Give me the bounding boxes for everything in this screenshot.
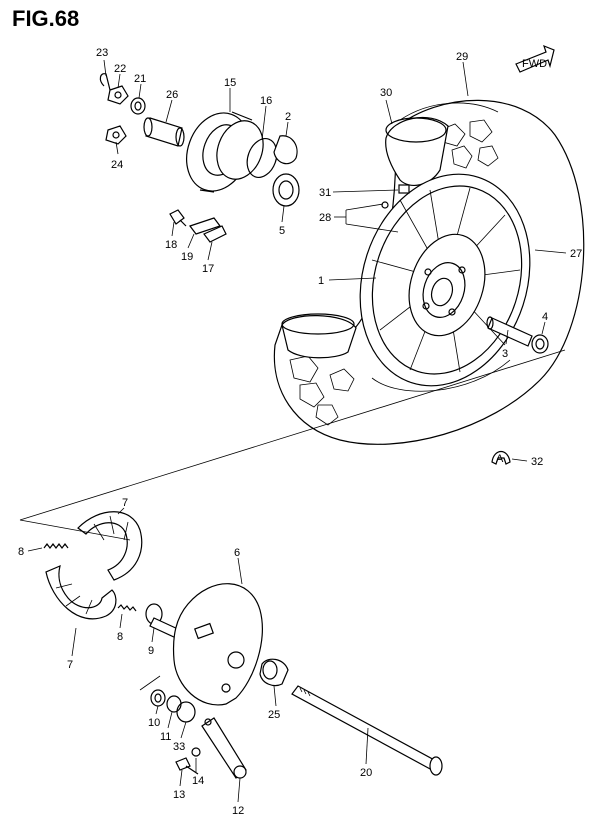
callout-5: 5 (279, 225, 285, 237)
callout-18: 18 (165, 239, 177, 251)
callout-21: 21 (134, 73, 146, 85)
callout-20: 20 (360, 767, 372, 779)
leader-lines (27, 59, 567, 803)
direction-badge-text: FWD (522, 58, 547, 70)
forward-direction-badge: FWD (515, 44, 555, 73)
callout-6: 6 (234, 547, 240, 559)
wheel-bushing[interactable] (531, 334, 549, 354)
tire-cutaway-bottom (281, 313, 357, 359)
callout-8-right: 8 (117, 631, 123, 643)
brake-arm-12[interactable] (201, 717, 247, 779)
callout-3: 3 (502, 348, 508, 360)
callout-32: 32 (531, 456, 543, 468)
washer-11[interactable] (166, 695, 182, 713)
drum-cover-15[interactable] (176, 104, 271, 200)
plate-19[interactable] (189, 217, 221, 235)
callout-23: 23 (96, 47, 108, 59)
wheel-spacer[interactable] (486, 316, 533, 347)
tire-cutaway-top (385, 116, 449, 187)
symbol-glyph: A (496, 453, 504, 465)
o-ring-33[interactable] (176, 701, 196, 723)
bolt-13[interactable] (175, 757, 199, 775)
rear-axle-20[interactable] (291, 685, 443, 776)
axle-nut[interactable] (107, 85, 129, 105)
collar-25[interactable] (259, 658, 289, 687)
hub-spacer-26[interactable] (143, 117, 185, 147)
washer-10[interactable] (150, 689, 166, 707)
callout-9: 9 (148, 645, 154, 657)
callout-28: 28 (319, 212, 331, 224)
o-ring-16[interactable] (242, 134, 282, 181)
brake-shoe-upper[interactable] (77, 511, 143, 581)
callout-8-left: 8 (18, 546, 24, 558)
callout-7-lower: 7 (67, 659, 73, 671)
section-divider (19, 349, 566, 691)
reference-symbol-32: A (491, 450, 511, 465)
callout-25: 25 (268, 709, 280, 721)
callout-24: 24 (111, 159, 123, 171)
balancer-weight[interactable] (381, 201, 389, 209)
callout-26: 26 (166, 89, 178, 101)
bearing-5[interactable] (272, 173, 300, 207)
shoe-spring-left[interactable] (43, 543, 69, 549)
callout-10: 10 (148, 717, 160, 729)
callout-17: 17 (202, 263, 214, 275)
callout-14: 14 (192, 775, 204, 787)
callout-22: 22 (114, 63, 126, 75)
callout-2: 2 (285, 111, 291, 123)
brake-panel-6[interactable] (172, 583, 263, 706)
callout-1: 1 (318, 275, 324, 287)
callout-27: 27 (570, 248, 582, 260)
callout-12: 12 (232, 805, 244, 817)
callout-31: 31 (319, 187, 331, 199)
callout-33: 33 (173, 741, 185, 753)
brake-cam-9[interactable] (145, 603, 181, 639)
clip-17[interactable] (203, 225, 227, 243)
wheel-hub[interactable] (397, 224, 498, 345)
callout-19: 19 (181, 251, 193, 263)
washer-21[interactable] (130, 97, 146, 115)
callout-4: 4 (542, 311, 548, 323)
callout-7-upper: 7 (122, 497, 128, 509)
nut-24[interactable] (105, 125, 127, 145)
shoe-spring-right[interactable] (117, 604, 137, 612)
callout-15: 15 (224, 77, 236, 89)
cap-2[interactable] (273, 135, 298, 165)
callout-13: 13 (173, 789, 185, 801)
valve-cap[interactable] (398, 184, 410, 194)
bolt-18[interactable] (169, 209, 187, 227)
brake-shoe-lower[interactable] (45, 564, 117, 620)
callouts: 23 22 21 26 15 16 2 24 5 18 19 17 1 30 2… (18, 47, 582, 817)
callout-29: 29 (456, 51, 468, 63)
callout-16: 16 (260, 95, 272, 107)
nut-14[interactable] (191, 747, 201, 757)
callout-11: 11 (160, 731, 171, 743)
callout-30: 30 (380, 87, 392, 99)
figure-title: FIG.68 (12, 6, 80, 31)
